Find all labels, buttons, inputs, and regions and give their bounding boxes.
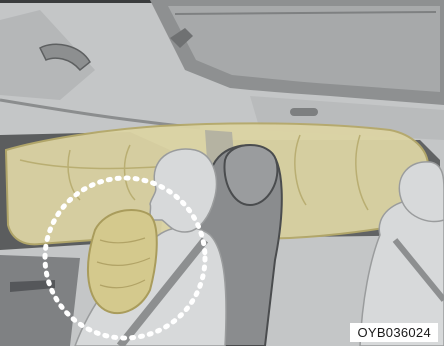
rear-grab-handle xyxy=(290,108,318,116)
door-panel xyxy=(0,255,80,346)
side-airbag xyxy=(88,210,157,313)
illustration-code-label: OYB036024 xyxy=(350,323,438,342)
